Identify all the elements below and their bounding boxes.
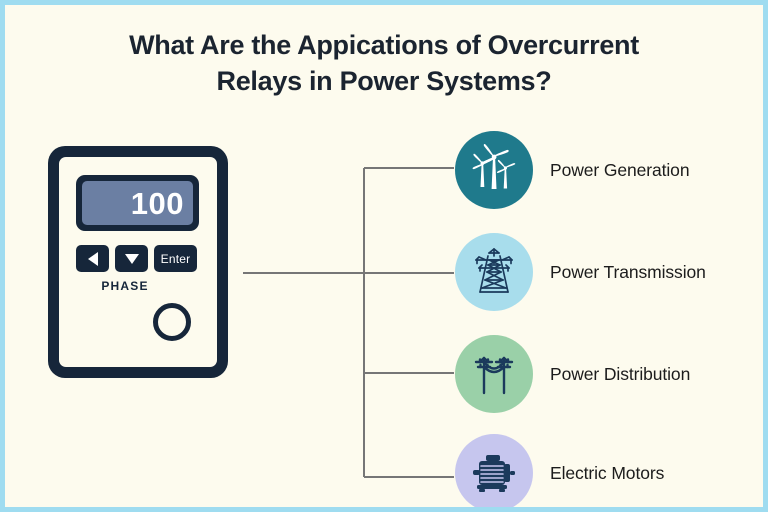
- power-transmission-icon-circle: [455, 233, 533, 311]
- list-item-power-transmission[interactable]: Power Transmission: [455, 233, 706, 311]
- list-item-label: Power Generation: [550, 159, 690, 180]
- page-title-line-1: What Are the Appications of Overcurrent: [129, 30, 639, 60]
- relay-display-bezel: 100: [76, 175, 199, 231]
- power-generation-icon-circle: [455, 131, 533, 209]
- relay-faceplate: 100 Enter PHASE: [59, 157, 217, 367]
- page-title: What Are the Appications of Overcurrent …: [5, 27, 763, 99]
- electric-motors-icon-circle: [455, 434, 533, 507]
- relay-button-row: Enter: [76, 245, 197, 272]
- page-title-line-2: Relays in Power Systems?: [216, 66, 552, 96]
- list-item-label: Power Distribution: [550, 363, 691, 384]
- transmission-tower-icon: [475, 247, 513, 293]
- utility-poles-icon: [474, 356, 514, 395]
- power-distribution-icon-circle: [455, 335, 533, 413]
- relay-screen: 100: [82, 181, 193, 225]
- list-item-power-distribution[interactable]: Power Distribution: [455, 335, 690, 413]
- relay-phase-label: PHASE: [101, 279, 149, 293]
- relay-display-value: 100: [130, 185, 184, 221]
- infographic-canvas: What Are the Appications of Overcurrent …: [5, 5, 763, 507]
- relay-left-button[interactable]: [76, 245, 109, 272]
- relay-down-button[interactable]: [115, 245, 148, 272]
- overcurrent-relay-device: 100 Enter PHASE: [48, 146, 228, 378]
- relay-rotary-knob[interactable]: [153, 303, 191, 341]
- list-item-power-generation[interactable]: Power Generation: [455, 131, 690, 209]
- electric-motor-icon: [473, 455, 515, 492]
- relay-enter-button[interactable]: Enter: [154, 245, 197, 272]
- list-item-label: Power Transmission: [550, 261, 706, 282]
- triangle-left-icon: [87, 251, 98, 266]
- wind-turbines-icon: [472, 143, 516, 189]
- triangle-down-icon: [124, 253, 139, 264]
- list-item-electric-motors[interactable]: Electric Motors: [455, 434, 664, 507]
- list-item-label: Electric Motors: [550, 462, 665, 483]
